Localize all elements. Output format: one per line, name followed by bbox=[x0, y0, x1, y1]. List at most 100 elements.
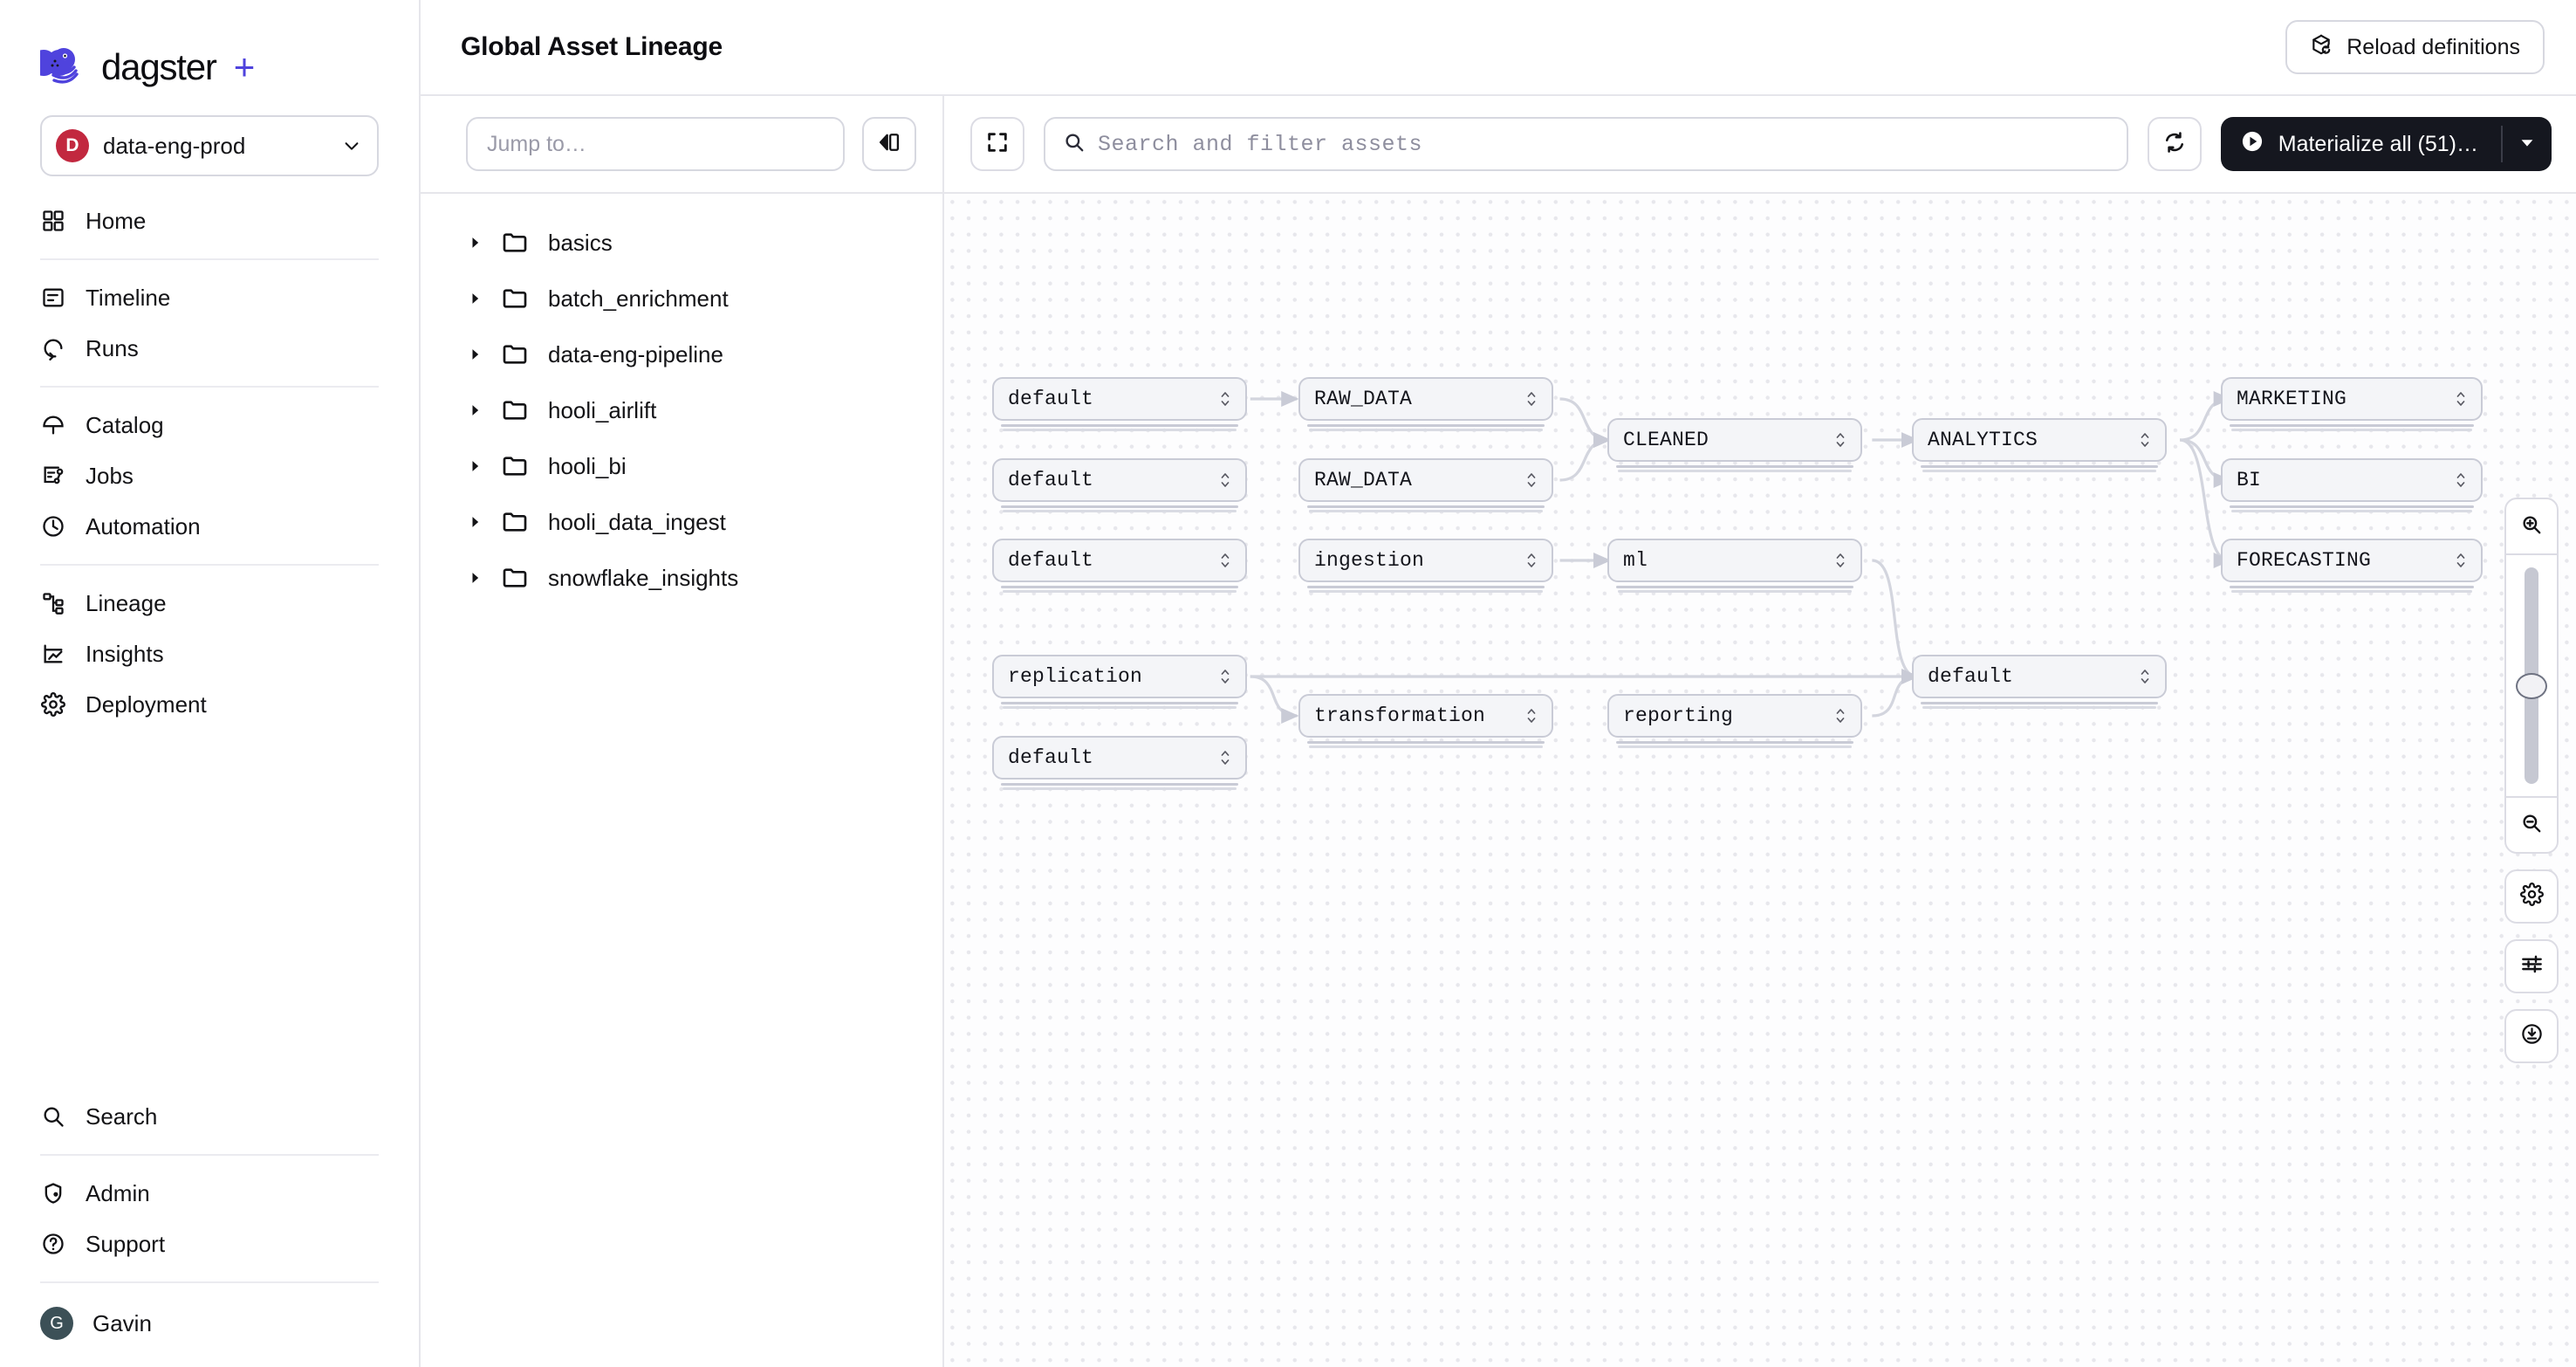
materialize-dropdown-button[interactable] bbox=[2503, 117, 2552, 171]
caret-right-icon[interactable] bbox=[466, 457, 501, 475]
download-circle-icon bbox=[2520, 1022, 2544, 1050]
lineage-node[interactable]: MARKETING bbox=[2221, 377, 2483, 431]
lineage-node[interactable]: default bbox=[992, 458, 1247, 512]
sidebar-item-catalog[interactable]: Catalog bbox=[0, 400, 419, 450]
chevron-up-down-icon[interactable] bbox=[1219, 746, 1233, 769]
refresh-button[interactable] bbox=[2147, 117, 2202, 171]
tree-row[interactable]: batch_enrichment bbox=[421, 271, 942, 326]
lineage-node[interactable]: RAW_DATA bbox=[1298, 458, 1553, 512]
lineage-edge bbox=[1872, 669, 1920, 718]
lineage-node[interactable]: transformation bbox=[1298, 694, 1553, 748]
sidebar-item-home[interactable]: Home bbox=[0, 196, 419, 246]
toolbar-left bbox=[421, 95, 944, 193]
lineage-node[interactable]: BI bbox=[2221, 458, 2483, 512]
primary-nav: Home Timeline Runs Catalog bbox=[0, 196, 419, 730]
reload-box-icon bbox=[2310, 33, 2333, 62]
asset-search-placeholder: Search and filter assets bbox=[1098, 131, 1423, 157]
collapse-left-panel-button[interactable] bbox=[862, 117, 916, 171]
fit-to-screen-button[interactable] bbox=[970, 117, 1024, 171]
sidebar-item-runs[interactable]: Runs bbox=[0, 323, 419, 374]
materialize-all-button[interactable]: Materialize all (51)… bbox=[2220, 117, 2552, 171]
sidebar-item-search[interactable]: Search bbox=[0, 1091, 419, 1142]
lineage-node[interactable]: ANALYTICS bbox=[1912, 418, 2167, 472]
sidebar-item-label: Timeline bbox=[86, 284, 171, 311]
lineage-node[interactable]: default bbox=[992, 539, 1247, 593]
jump-to-input[interactable] bbox=[466, 117, 845, 171]
tree-row[interactable]: hooli_bi bbox=[421, 438, 942, 494]
lineage-node-label: CLEANED bbox=[1623, 429, 1709, 451]
graph-filters-button[interactable] bbox=[2504, 939, 2559, 993]
sidebar-item-label: Admin bbox=[86, 1179, 150, 1206]
sidebar-item-automation[interactable]: Automation bbox=[0, 501, 419, 552]
lineage-node[interactable]: ingestion bbox=[1298, 539, 1553, 593]
lineage-node[interactable]: FORECASTING bbox=[2221, 539, 2483, 593]
sidebar-item-admin[interactable]: Admin bbox=[0, 1168, 419, 1219]
sidebar-item-support[interactable]: Support bbox=[0, 1219, 419, 1269]
sidebar-item-jobs[interactable]: Jobs bbox=[0, 450, 419, 501]
tree-row[interactable]: basics bbox=[421, 215, 942, 271]
chevron-up-down-icon[interactable] bbox=[1219, 549, 1233, 572]
chevron-up-down-icon[interactable] bbox=[2455, 469, 2469, 491]
sidebar-item-insights[interactable]: Insights bbox=[0, 629, 419, 679]
tree-row[interactable]: hooli_airlift bbox=[421, 382, 942, 438]
deployment-selector[interactable]: D data-eng-prod bbox=[40, 115, 379, 176]
fit-to-screen-icon bbox=[985, 130, 1010, 159]
zoom-slider-thumb[interactable] bbox=[2516, 673, 2547, 699]
chevron-up-down-icon[interactable] bbox=[2139, 665, 2153, 688]
sidebar-item-deployment[interactable]: Deployment bbox=[0, 679, 419, 730]
lineage-node[interactable]: default bbox=[992, 377, 1247, 431]
sidebar-item-lineage[interactable]: Lineage bbox=[0, 578, 419, 629]
caret-right-icon[interactable] bbox=[466, 346, 501, 363]
lineage-node[interactable]: reporting bbox=[1607, 694, 1862, 748]
chevron-up-down-icon[interactable] bbox=[1525, 388, 1539, 410]
tree-row[interactable]: hooli_data_ingest bbox=[421, 494, 942, 550]
caret-right-icon[interactable] bbox=[466, 402, 501, 419]
chevron-up-down-icon[interactable] bbox=[1525, 469, 1539, 491]
chevron-up-down-icon[interactable] bbox=[1219, 388, 1233, 410]
chevron-up-down-icon[interactable] bbox=[2139, 429, 2153, 451]
deployment-avatar: D bbox=[56, 129, 89, 162]
download-graph-button[interactable] bbox=[2504, 1009, 2559, 1063]
materialize-all-main[interactable]: Materialize all (51)… bbox=[2221, 117, 2501, 171]
brand[interactable]: dagster + bbox=[0, 0, 419, 96]
caret-right-icon[interactable] bbox=[466, 290, 501, 307]
graph-settings-button[interactable] bbox=[2504, 869, 2559, 924]
chevron-up-down-icon[interactable] bbox=[1834, 549, 1848, 572]
lineage-node[interactable]: default bbox=[1912, 655, 2167, 709]
question-circle-icon bbox=[40, 1231, 66, 1257]
zoom-out-button[interactable] bbox=[2506, 798, 2557, 852]
lineage-edges bbox=[1250, 391, 2232, 724]
asset-search-input[interactable]: Search and filter assets bbox=[1044, 117, 2128, 171]
shield-user-icon bbox=[40, 1180, 66, 1206]
reload-definitions-label: Reload definitions bbox=[2346, 34, 2520, 59]
chevron-up-down-icon[interactable] bbox=[1525, 704, 1539, 727]
chevron-up-down-icon[interactable] bbox=[1834, 429, 1848, 451]
grid-icon bbox=[40, 208, 66, 234]
chevron-up-down-icon[interactable] bbox=[1834, 704, 1848, 727]
caret-right-icon[interactable] bbox=[466, 513, 501, 531]
lineage-node[interactable]: ml bbox=[1607, 539, 1862, 593]
caret-right-icon[interactable] bbox=[466, 569, 501, 587]
lineage-node-label: default bbox=[1928, 665, 2014, 688]
lineage-node[interactable]: default bbox=[992, 736, 1247, 790]
chevron-up-down-icon[interactable] bbox=[1219, 665, 1233, 688]
chevron-up-down-icon[interactable] bbox=[1525, 549, 1539, 572]
tree-row[interactable]: snowflake_insights bbox=[421, 550, 942, 606]
tree-row[interactable]: data-eng-pipeline bbox=[421, 326, 942, 382]
reload-definitions-button[interactable]: Reload definitions bbox=[2285, 20, 2545, 74]
chevron-up-down-icon[interactable] bbox=[2455, 388, 2469, 410]
chevron-up-down-icon[interactable] bbox=[1219, 469, 1233, 491]
zoom-in-button[interactable] bbox=[2506, 499, 2557, 553]
lineage-node[interactable]: replication bbox=[992, 655, 1247, 709]
sidebar-item-timeline[interactable]: Timeline bbox=[0, 272, 419, 323]
graph-toolbar: Search and filter assets Materialize all… bbox=[421, 95, 2576, 194]
lineage-node[interactable]: CLEANED bbox=[1607, 418, 1862, 472]
lineage-node-label: BI bbox=[2237, 469, 2262, 491]
chevron-up-down-icon[interactable] bbox=[2455, 549, 2469, 572]
caret-right-icon[interactable] bbox=[466, 234, 501, 251]
lineage-node[interactable]: RAW_DATA bbox=[1298, 377, 1553, 431]
folder-icon bbox=[501, 396, 531, 424]
zoom-slider[interactable] bbox=[2506, 553, 2557, 798]
user-menu[interactable]: G Gavin bbox=[0, 1295, 419, 1351]
